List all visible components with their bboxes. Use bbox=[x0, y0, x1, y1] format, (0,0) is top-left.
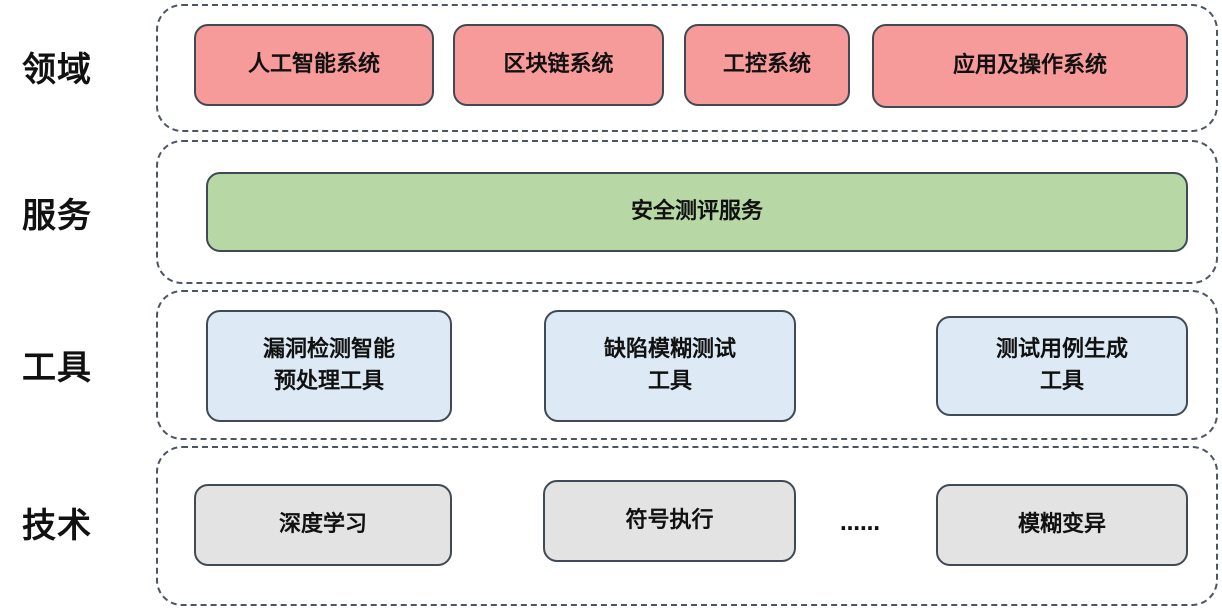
domain-box-label: 人工智能系统 bbox=[247, 52, 380, 77]
domain-box-label: 区块链系统 bbox=[503, 52, 614, 77]
layer-label-tech: 技术 bbox=[22, 506, 92, 546]
tool-box-label-line2: 预处理工具 bbox=[273, 369, 384, 394]
tool-box-label-line1: 缺陷模糊测试 bbox=[603, 337, 736, 362]
tool-box-testcase-gen: 测试用例生成 工具 bbox=[936, 316, 1188, 416]
layer-label-service: 服务 bbox=[22, 196, 92, 236]
tech-box-symbolic-execution: 符号执行 bbox=[543, 480, 796, 562]
domain-box-label: 应用及操作系统 bbox=[952, 53, 1107, 78]
domain-box-blockchain-system: 区块链系统 bbox=[453, 24, 664, 106]
tech-layer-band bbox=[156, 446, 1218, 606]
tool-box-label-line2: 工具 bbox=[1039, 369, 1084, 394]
service-box-label: 安全测评服务 bbox=[630, 199, 763, 224]
tech-box-label: 模糊变异 bbox=[1017, 512, 1106, 537]
tool-box-label-line1: 漏洞检测智能 bbox=[262, 337, 395, 362]
tech-box-fuzz-mutation: 模糊变异 bbox=[936, 484, 1188, 566]
domain-box-label: 工控系统 bbox=[722, 52, 811, 77]
domain-box-app-os-system: 应用及操作系统 bbox=[872, 24, 1188, 108]
service-layer-band bbox=[156, 140, 1218, 284]
tech-box-deep-learning: 深度学习 bbox=[194, 484, 452, 566]
domain-box-ai-system: 人工智能系统 bbox=[194, 24, 434, 106]
tech-ellipsis: …… bbox=[840, 511, 880, 535]
domain-layer-band bbox=[156, 4, 1218, 132]
domain-box-ics-system: 工控系统 bbox=[684, 24, 850, 106]
tech-box-label: 符号执行 bbox=[625, 508, 714, 533]
layer-label-tool: 工具 bbox=[22, 348, 92, 388]
service-box-security-evaluation: 安全测评服务 bbox=[206, 172, 1188, 252]
tool-box-label-line1: 测试用例生成 bbox=[995, 337, 1128, 362]
tool-layer-band bbox=[156, 290, 1218, 440]
tool-box-fuzz-testing: 缺陷模糊测试 工具 bbox=[544, 310, 796, 422]
tool-box-label-line2: 工具 bbox=[647, 369, 692, 394]
layer-label-domain: 领域 bbox=[22, 50, 92, 90]
tool-box-vuln-preprocess: 漏洞检测智能 预处理工具 bbox=[206, 310, 452, 422]
tech-box-label: 深度学习 bbox=[278, 512, 367, 537]
